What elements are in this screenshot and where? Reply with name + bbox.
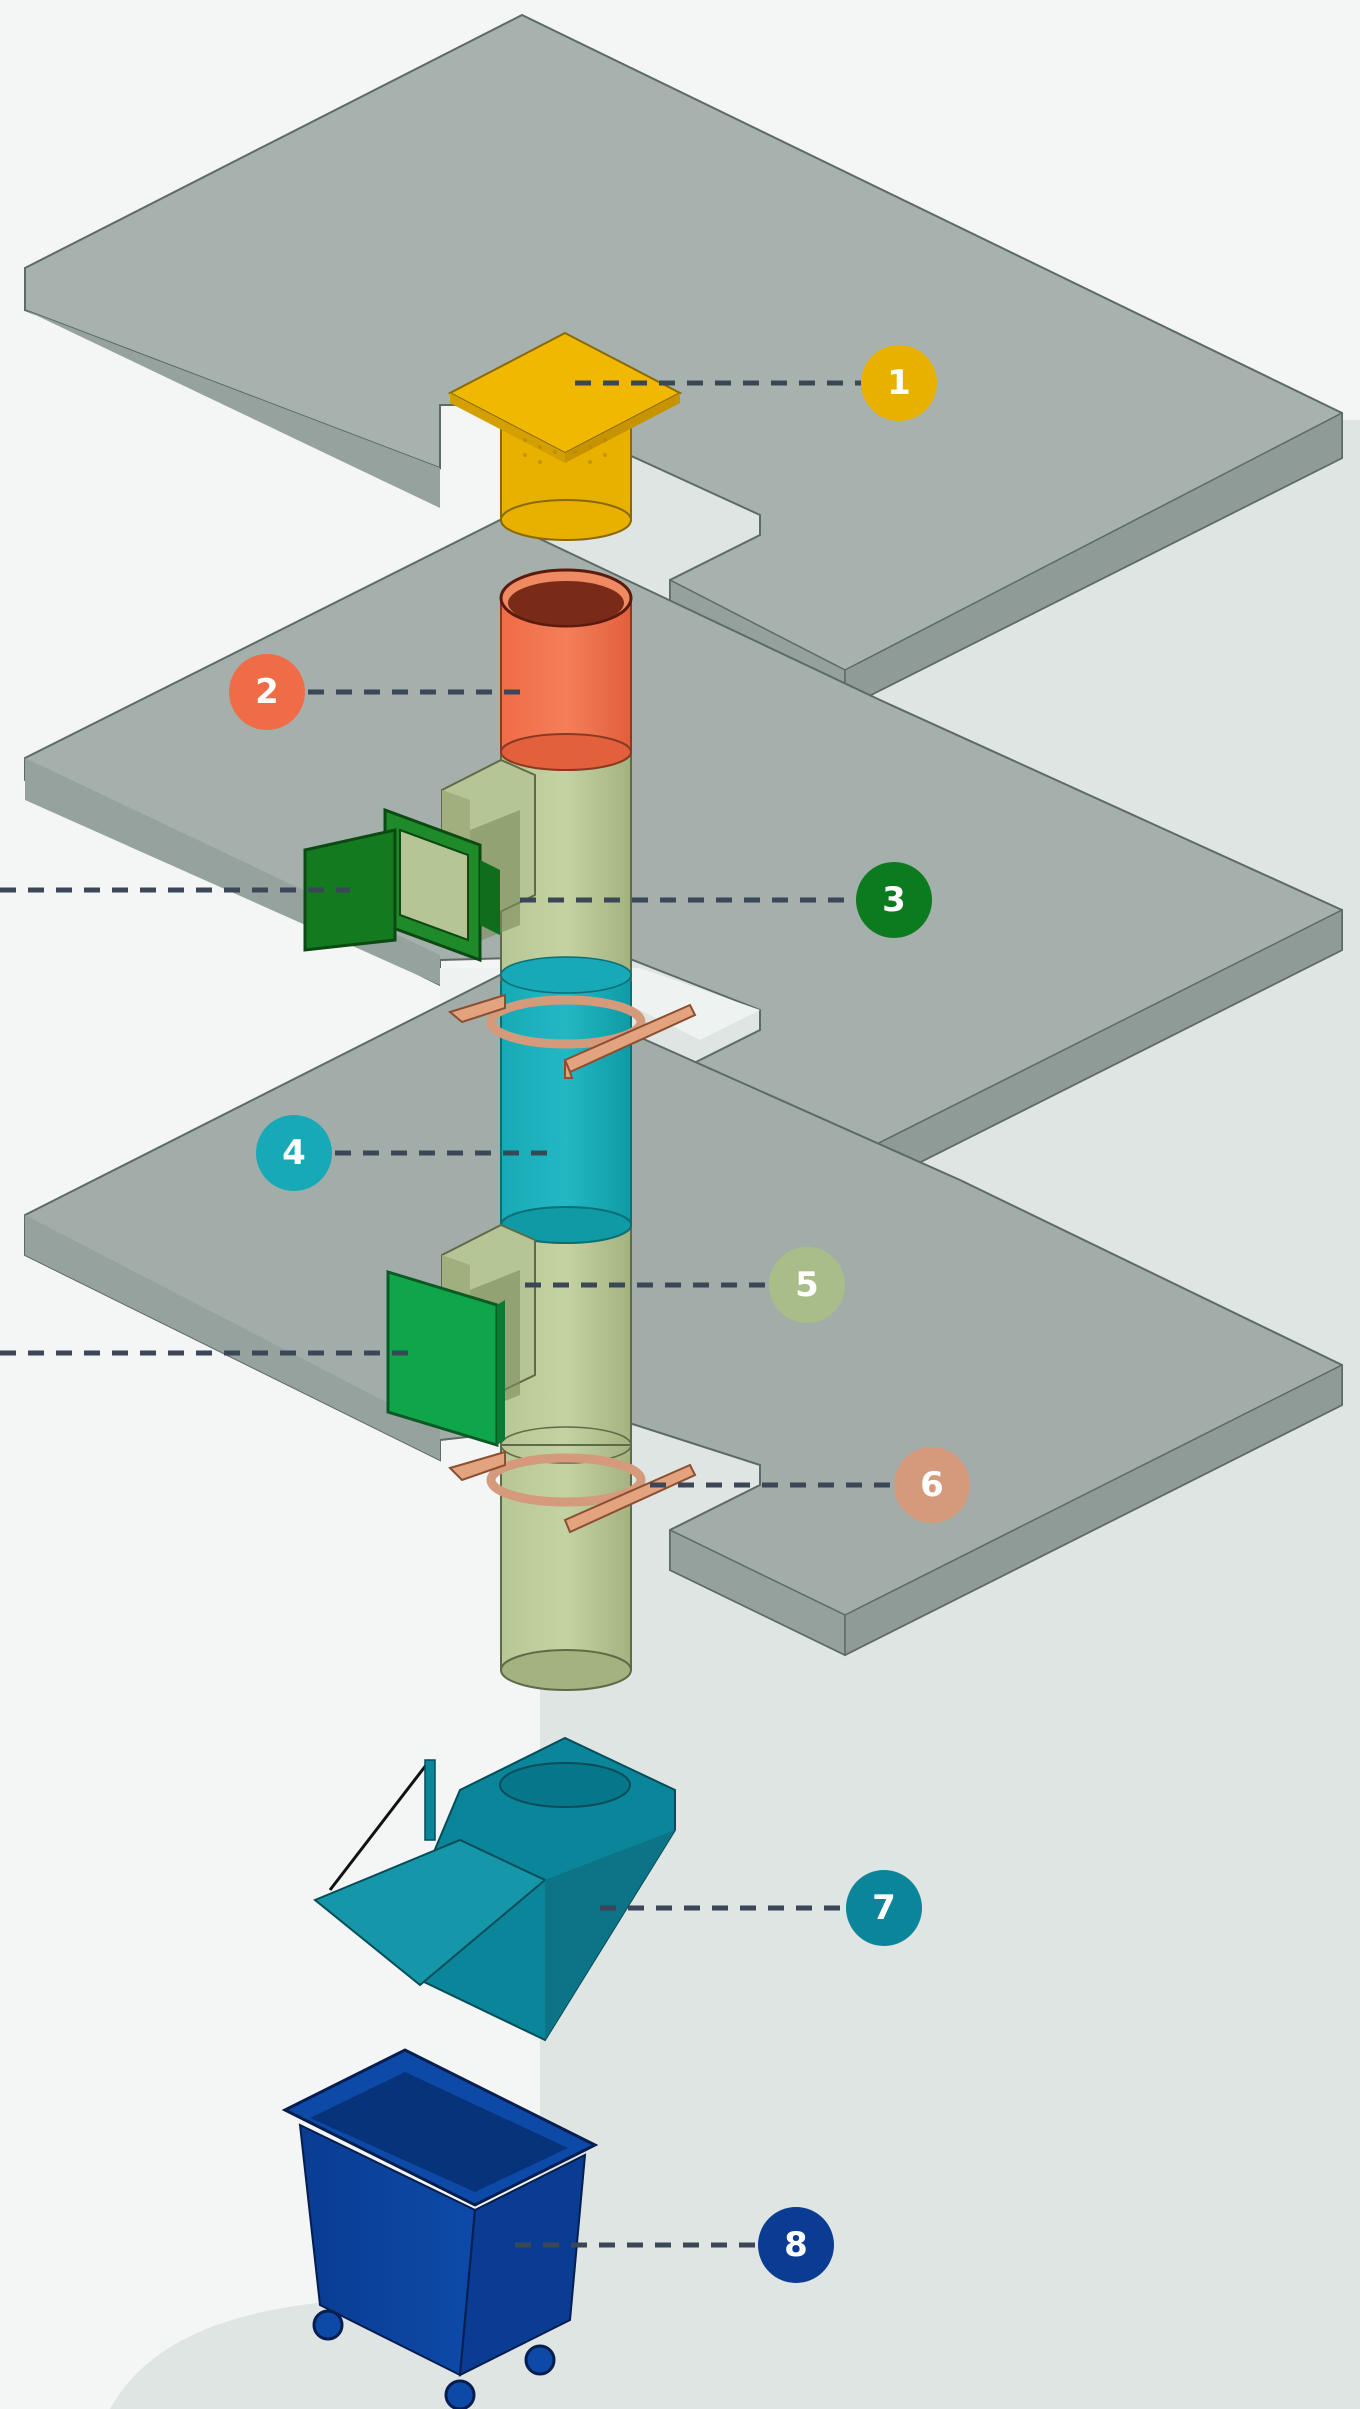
callout-badge — [856, 862, 932, 938]
callout-number: 8 — [784, 2225, 808, 2265]
callout-number: 6 — [920, 1465, 944, 1505]
callout-badge — [769, 1247, 845, 1323]
callout-badge — [758, 2207, 834, 2283]
floor-support-clamp — [447, 993, 697, 1534]
callout-2: 2 — [229, 654, 305, 730]
callout-7: 7 — [846, 1870, 922, 1946]
callout-badge — [894, 1447, 970, 1523]
callout-4: 4 — [256, 1115, 332, 1191]
callout-number: 7 — [872, 1888, 896, 1928]
callout-badge — [846, 1870, 922, 1946]
leader-lines — [0, 380, 895, 2248]
callout-5: 5 — [769, 1247, 845, 1323]
callout-6: 6 — [894, 1447, 970, 1523]
callout-number: 5 — [795, 1265, 819, 1305]
chute-top-vent — [447, 331, 683, 541]
callout-number: 2 — [255, 672, 279, 712]
callout-badge — [861, 345, 937, 421]
callout-badge — [256, 1115, 332, 1191]
callout-8: 8 — [758, 2207, 834, 2283]
floor-slab-3 — [24, 973, 1343, 1657]
callout-badge — [229, 654, 305, 730]
waste-container — [281, 2048, 599, 2409]
discharge-unit — [313, 1736, 676, 2042]
callout-number: 4 — [282, 1133, 306, 1173]
intake-door-closed — [386, 1269, 505, 1448]
callout-1: 1 — [861, 345, 937, 421]
callout-number: 1 — [887, 363, 911, 403]
callout-3: 3 — [856, 862, 932, 938]
callout-number: 3 — [882, 880, 906, 920]
